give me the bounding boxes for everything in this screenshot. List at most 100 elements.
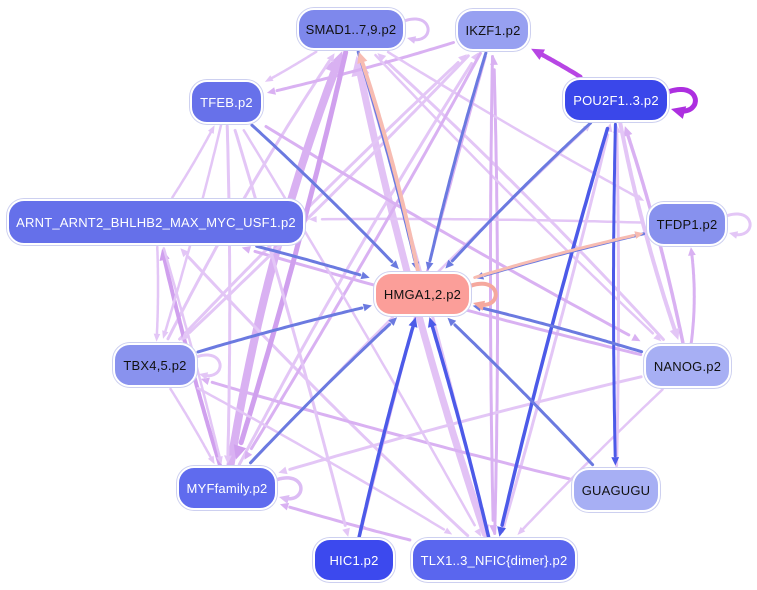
node-tlx[interactable]: TLX1..3_NFIC{dimer}.p2 [411, 538, 577, 582]
edge-tlx-hmga-arrowhead [428, 317, 437, 328]
edge-tbx-tlx [196, 386, 446, 531]
edge-nanog-hmga [481, 306, 644, 354]
edge-ikzf1-tbx-arrowhead [181, 332, 190, 341]
edge-myf-ikzf1 [237, 62, 474, 466]
edge-tlx-arnt-arrowhead [180, 248, 189, 258]
node-myf[interactable]: MYFfamily.p2 [177, 466, 277, 510]
edge-pou2f-guagugu [612, 122, 617, 458]
self-loop-tbx-arrowhead [199, 372, 209, 380]
node-label-smad: SMAD1..7,9.p2 [305, 21, 397, 37]
edge-hic1-hmga [357, 325, 415, 539]
node-label-pou2f: POU2F1..3.p2 [573, 92, 659, 108]
edge-smad-tfeb-arrowhead [264, 75, 274, 82]
edge-nanog-tlx-arrowhead [517, 526, 526, 535]
edge-tfeb-myf-arrowhead [224, 455, 232, 464]
edge-myf-hmga-arrowhead [388, 317, 398, 326]
edge-guagugu-tbx [210, 380, 571, 481]
node-label-nanog: NANOG.p2 [653, 358, 722, 374]
edge-nanog-tfdp1-arrowhead [688, 247, 696, 256]
edge-tfdp1-arnt-arrowhead [308, 216, 317, 223]
edge-ikzf1-hmga [428, 51, 488, 263]
edge-tbx-ikzf1-arrowhead [458, 54, 467, 63]
node-label-tfeb: TFEB.p2 [200, 94, 253, 110]
node-hmga[interactable]: HMGA1,2.p2 [374, 272, 471, 316]
edge-ikzf1-hmga-arrowhead [425, 261, 434, 271]
node-label-hic1: HIC1.p2 [329, 552, 379, 568]
edge-hic1-hmga-arrowhead [408, 317, 418, 328]
edge-tlx-hmga [430, 325, 491, 539]
edge-smad-tfeb [269, 50, 318, 80]
edge-pou2f-nanog [618, 121, 677, 333]
edge-tfeb-hic1-arrowhead [342, 527, 350, 537]
node-arnt[interactable]: ARNT_ARNT2_BHLHB2_MAX_MYC_USF1.p2 [7, 199, 305, 245]
edge-nanog-tfdp1 [689, 252, 696, 345]
edge-hmga-tfdp1 [473, 234, 635, 279]
edge-guagugu-hmga-arrowhead [447, 317, 457, 327]
edge-tfdp1-arnt [320, 217, 642, 224]
edge-tbx-myf [169, 387, 213, 460]
node-tfdp1[interactable]: TFDP1.p2 [647, 202, 727, 246]
edge-tfeb-tlx [242, 129, 476, 527]
edge-tfeb-hmga [250, 123, 394, 264]
edge-pou2f-hmga [450, 121, 593, 263]
edge-tfeb-nanog-arrowhead [631, 333, 641, 342]
edge-hmga-smad-arrowhead [357, 51, 368, 64]
edge-smad-nanog-arrowhead [653, 333, 662, 342]
edge-arnt-myf-arrowhead [216, 456, 223, 465]
edge-ikzf1-tlx-arrowhead [489, 525, 498, 534]
edge-nanog-smad-arrowhead [377, 53, 387, 62]
node-smad[interactable]: SMAD1..7,9.p2 [297, 8, 405, 50]
node-label-arnt: ARNT_ARNT2_BHLHB2_MAX_MYC_USF1.p2 [16, 214, 296, 230]
edge-guagugu-tbx-arrowhead [200, 377, 210, 385]
edge-tfeb-nanog [264, 125, 631, 337]
edge-nanog-pou2f-arrowhead [623, 126, 633, 137]
edge-tbx-hmga-arrowhead [362, 303, 372, 312]
edge-myf-smad-arrowhead [324, 51, 344, 76]
node-tfeb[interactable]: TFEB.p2 [190, 80, 263, 124]
edge-tlx-myf-arrowhead [279, 502, 290, 511]
edge-tfeb-tbx-arrowhead [162, 330, 169, 339]
edge-tfeb-hmga-arrowhead [390, 260, 399, 270]
edge-tlx-arnt [187, 255, 470, 538]
edge-tfeb-tlx-arrowhead [474, 528, 482, 537]
edge-nanog-myf [288, 375, 643, 471]
node-pou2f[interactable]: POU2F1..3.p2 [563, 78, 669, 122]
self-loop-hmga [468, 281, 498, 307]
edge-hmga-tfdp1-arrowhead [634, 231, 644, 239]
node-ikzf1[interactable]: IKZF1.p2 [456, 9, 530, 51]
self-loop-tfdp1 [724, 212, 752, 237]
edge-tlx-ikzf1 [492, 68, 499, 535]
self-loop-smad-arrowhead [407, 36, 417, 44]
node-label-guagugu: GUAGUGU [581, 482, 651, 498]
edge-myf-hmga [249, 322, 392, 465]
edge-ikzf1-tfeb-arrowhead [266, 87, 276, 95]
edge-tfeb-hic1 [233, 128, 347, 527]
node-hic1[interactable]: HIC1.p2 [313, 538, 395, 582]
node-label-hmga: HMGA1,2.p2 [383, 286, 462, 302]
edge-pou2f-hmga-arrowhead [445, 259, 454, 269]
self-loop-hmga-arrowhead [473, 300, 486, 311]
edge-tlx-myf [288, 505, 412, 542]
node-label-tlx: TLX1..3_NFIC{dimer}.p2 [420, 552, 568, 568]
edge-nanog-myf-arrowhead [278, 466, 288, 475]
edge-tbx-tlx-arrowhead [443, 527, 453, 535]
edge-pou2f-ikzf1 [539, 52, 583, 80]
edge-tbx-smad-arrowhead [326, 53, 335, 63]
edge-myf-smad [226, 69, 338, 469]
node-label-tbx: TBX4,5.p2 [123, 357, 187, 373]
edge-arnt-tfeb [171, 130, 213, 199]
edge-tbx-ikzf1 [178, 61, 460, 341]
self-loop-tbx [194, 353, 222, 378]
edge-guagugu-hmga [453, 323, 595, 467]
edge-hmga-smad [360, 59, 420, 273]
node-tbx[interactable]: TBX4,5.p2 [113, 343, 197, 387]
node-guagugu[interactable]: GUAGUGU [572, 468, 660, 512]
edge-nanog-tlx [520, 388, 664, 532]
edge-ikzf1-tlx [489, 55, 495, 522]
node-nanog[interactable]: NANOG.p2 [644, 344, 731, 388]
self-loop-myf [274, 476, 303, 501]
edge-arnt-tbx [155, 245, 160, 336]
edge-ikzf1-myf-arrowhead [244, 450, 253, 460]
